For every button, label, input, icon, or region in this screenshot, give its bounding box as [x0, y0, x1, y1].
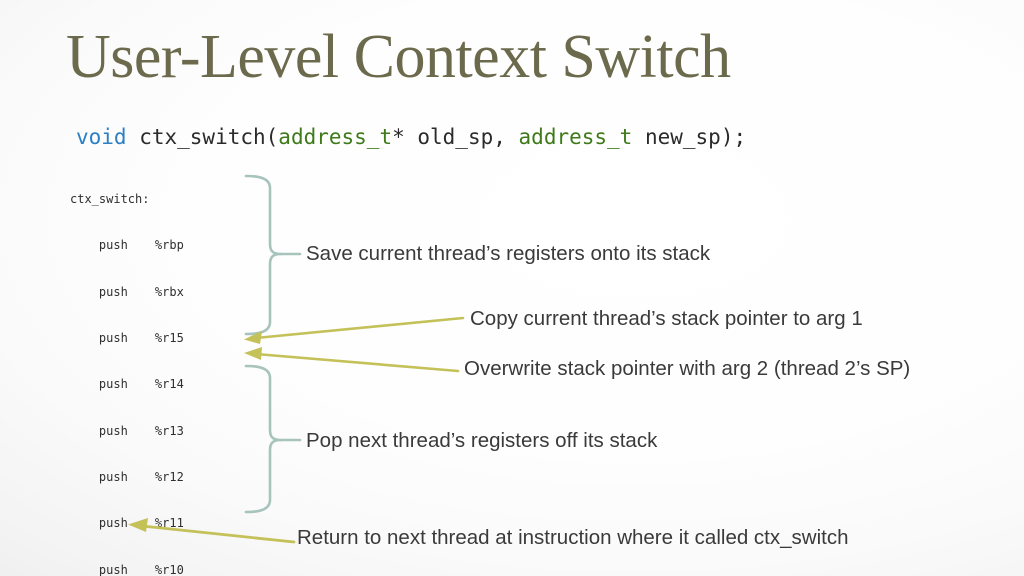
asm-operand: %rbx	[154, 284, 184, 299]
arrow-overwrite-stack-pointer	[244, 347, 460, 373]
asm-instruction: push %r11	[70, 516, 242, 531]
brace-pop-registers	[244, 364, 283, 514]
signature-param-tail: new_sp);	[632, 125, 747, 149]
asm-opcode: push	[98, 330, 128, 345]
asm-operand: %r10	[154, 562, 184, 576]
asm-operand: %r12	[154, 469, 184, 484]
asm-opcode: push	[98, 469, 128, 484]
keyword-void: void	[76, 125, 127, 149]
annotation-pop-registers: Pop next thread’s registers off its stac…	[306, 429, 658, 452]
asm-opcode: push	[98, 562, 128, 576]
param-type-2: address_t	[518, 125, 633, 149]
signature-param-mid: * old_sp,	[392, 125, 519, 149]
signature-function-name: ctx_switch(	[126, 125, 279, 149]
assembly-listing: ctx_switch: push %rbp push %rbx push %r15 p…	[70, 161, 242, 576]
asm-opcode: push	[98, 284, 128, 299]
page-title: User-Level Context Switch	[66, 23, 731, 91]
asm-operand: %r15	[154, 330, 184, 345]
asm-instruction: push %r13	[70, 424, 242, 439]
asm-instruction: push %r10	[70, 563, 242, 576]
asm-instruction: push %rbp	[70, 238, 242, 253]
asm-opcode: push	[98, 238, 128, 253]
asm-operand: %r14	[154, 377, 184, 392]
function-signature: void ctx_switch(address_t* old_sp, addre…	[76, 124, 746, 150]
asm-instruction: push %rbx	[70, 285, 242, 300]
asm-opcode: push	[98, 377, 128, 392]
annotation-return-to-thread: Return to next thread at instruction whe…	[297, 526, 849, 549]
asm-instruction: push %r15	[70, 331, 242, 346]
asm-label: ctx_switch:	[70, 191, 150, 206]
annotation-copy-stack-pointer: Copy current thread’s stack pointer to a…	[470, 307, 863, 330]
annotation-overwrite-stack-pointer: Overwrite stack pointer with arg 2 (thre…	[464, 357, 911, 380]
annotation-save-registers: Save current thread’s registers onto its…	[306, 242, 711, 265]
asm-operand: %r11	[154, 516, 184, 531]
param-type-1: address_t	[278, 125, 393, 149]
asm-operand: %r13	[154, 423, 184, 438]
asm-opcode: push	[98, 423, 128, 438]
asm-operand: %rbp	[154, 238, 184, 253]
arrow-copy-stack-pointer	[244, 316, 465, 344]
asm-opcode: push	[98, 516, 128, 531]
asm-instruction: push %r14	[70, 377, 242, 392]
brace-save-registers	[244, 174, 283, 336]
asm-instruction: push %r12	[70, 470, 242, 485]
